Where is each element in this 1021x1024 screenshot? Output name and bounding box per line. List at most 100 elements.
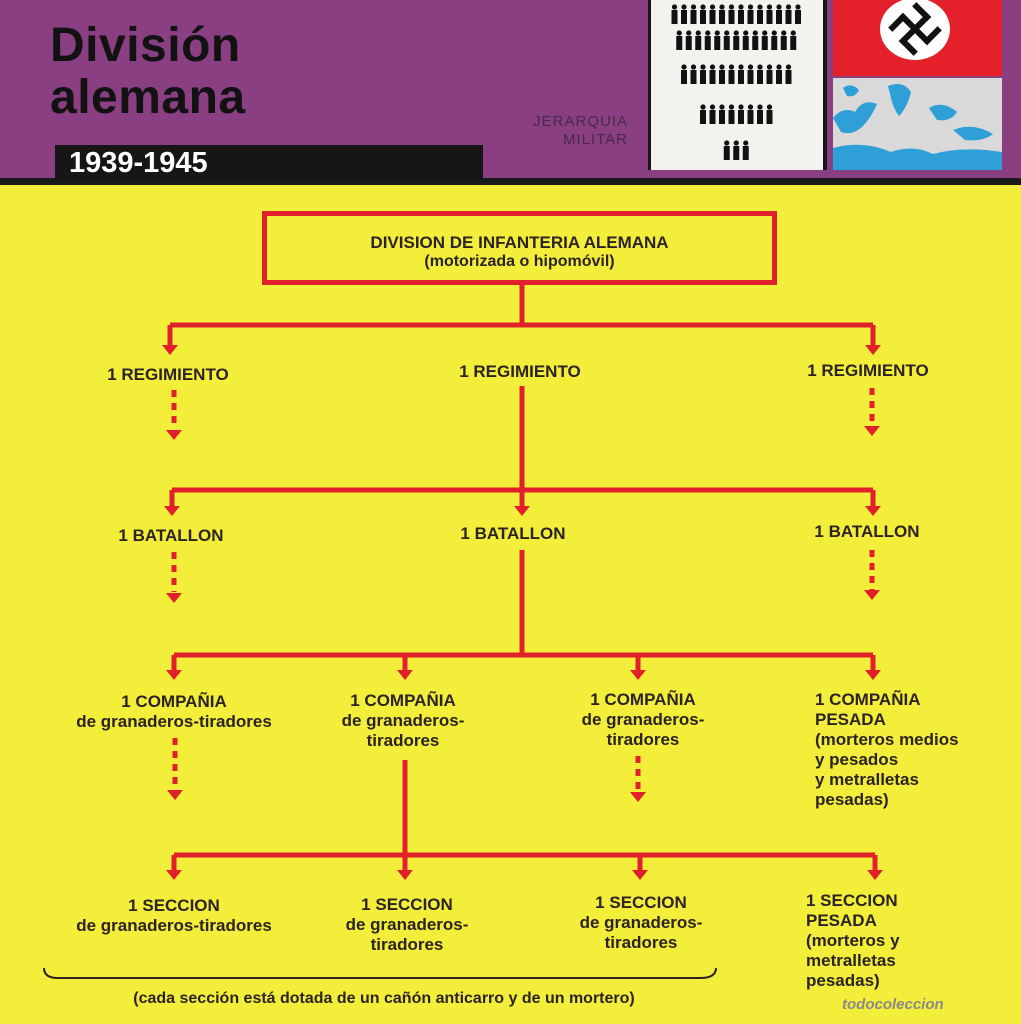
section-title: 1 SECCION: [595, 893, 687, 912]
soldier-figure: [766, 64, 773, 84]
company-line: de granaderos-: [341, 711, 465, 730]
category-label: JERARQUIA MILITAR: [470, 113, 628, 149]
arrow-head: [166, 430, 182, 440]
soldier-figure: [757, 104, 763, 124]
regiment-node: 1 REGIMIENTO: [459, 362, 581, 381]
company-line: tiradores: [366, 731, 440, 750]
company-node: 1 COMPAÑIA de granaderos- tiradores: [318, 691, 488, 751]
soldier-figure: [700, 104, 706, 124]
section-node: 1 SECCION de granaderos- tiradores: [322, 895, 492, 955]
section-node: 1 SECCION PESADA (morteros y metralletas…: [806, 891, 1006, 991]
soldier-figure: [742, 30, 749, 50]
arrow-head: [162, 345, 178, 355]
watermark: todocoleccion: [842, 996, 944, 1013]
company-node: 1 COMPAÑIA de granaderos- tiradores: [558, 690, 728, 750]
soldier-figure: [747, 64, 754, 84]
soldier-figure: [738, 4, 744, 24]
battalion-node: 1 BATALLON: [460, 524, 566, 543]
europe-map-icon: [833, 78, 1002, 170]
company-title: 1 COMPAÑIA: [590, 690, 696, 709]
soldier-figure: [771, 30, 778, 50]
soldier-figure: [681, 4, 687, 24]
company-line: pesadas): [815, 790, 889, 809]
arrow-head: [514, 506, 530, 516]
soldier-figure: [790, 30, 797, 50]
soldier-figure: [728, 4, 735, 24]
company-line: tiradores: [606, 730, 680, 749]
years-bar: 1939-1945: [55, 145, 483, 179]
soldier-figure: [785, 4, 792, 24]
footnote: (cada sección está dotada de un cañón an…: [133, 990, 635, 1007]
section-line: pesadas): [806, 971, 880, 990]
soldier-figure: [700, 64, 706, 84]
root-title: DIVISION DE INFANTERIA ALEMANA: [370, 233, 669, 252]
soldier-figure: [676, 30, 683, 50]
company-node: 1 COMPAÑIA PESADA (morteros medios y pes…: [815, 690, 1015, 810]
soldier-figure: [690, 64, 697, 84]
section-title: 1 SECCION: [128, 896, 220, 915]
battalion-node: 1 BATALLON: [118, 526, 224, 545]
company-title: 1 COMPAÑIA: [815, 690, 921, 709]
soldier-figure: [695, 30, 702, 50]
soldier-figure: [719, 64, 725, 84]
section-line: metralletas: [806, 951, 896, 970]
header-divider: [0, 178, 1021, 185]
soldier-figure: [738, 64, 744, 84]
arrow-head: [166, 870, 182, 880]
years-label: 1939-1945: [69, 147, 208, 179]
arrow-head: [167, 790, 183, 800]
arrow-head: [397, 870, 413, 880]
soldier-figure: [728, 64, 735, 84]
section-node: 1 SECCION de granaderos- tiradores: [556, 893, 726, 953]
soldier-figure: [757, 64, 763, 84]
arrow-head: [865, 670, 881, 680]
section-line: PESADA: [806, 911, 877, 930]
soldier-figure: [742, 140, 749, 160]
title-line-2: alemana: [50, 71, 246, 124]
section-brace: [43, 967, 717, 979]
company-node: 1 COMPAÑIA de granaderos-tiradores: [54, 692, 294, 732]
soldier-figure: [776, 64, 782, 84]
arrow-head: [632, 870, 648, 880]
category-line-2: MILITAR: [562, 131, 628, 148]
soldier-figure: [709, 64, 716, 84]
soldier-figure: [728, 104, 735, 124]
arrow-head: [864, 426, 880, 436]
soldier-figure: [766, 104, 773, 124]
arrow-head: [630, 792, 646, 802]
section-title: 1 SECCION: [361, 895, 453, 914]
swastika-flag-icon: [833, 0, 1002, 76]
section-line: (morteros y: [806, 931, 900, 950]
company-line: de granaderos-: [581, 710, 705, 729]
soldier-figure: [776, 4, 782, 24]
soldier-figure: [747, 104, 754, 124]
company-line: (morteros medios: [815, 730, 959, 749]
soldier-figure: [733, 30, 740, 50]
soldier-figure: [723, 30, 730, 50]
soldier-figure: [761, 30, 768, 50]
soldier-figure: [723, 140, 730, 160]
soldier-figure: [681, 64, 687, 84]
arrow-head: [865, 345, 881, 355]
section-line: tiradores: [370, 935, 444, 954]
arrow-head: [166, 670, 182, 680]
arrow-head: [630, 670, 646, 680]
soldier-figure: [785, 64, 792, 84]
soldier-figure: [671, 4, 678, 24]
soldier-figure: [795, 4, 801, 24]
flag-emblem: [880, 0, 950, 60]
section-title: 1 SECCION: [806, 891, 898, 910]
arrow-head: [166, 593, 182, 603]
page-title: División alemana: [50, 20, 246, 124]
soldier-figure: [780, 30, 787, 50]
arrow-head: [865, 506, 881, 516]
soldier-figure: [709, 4, 716, 24]
arrow-head: [864, 590, 880, 600]
soldier-figure: [719, 4, 725, 24]
section-line: tiradores: [604, 933, 678, 952]
regiment-node: 1 REGIMIENTO: [107, 365, 229, 384]
soldier-figure: [719, 104, 725, 124]
category-line-1: JERARQUIA: [533, 113, 628, 130]
soldier-figure: [766, 4, 773, 24]
